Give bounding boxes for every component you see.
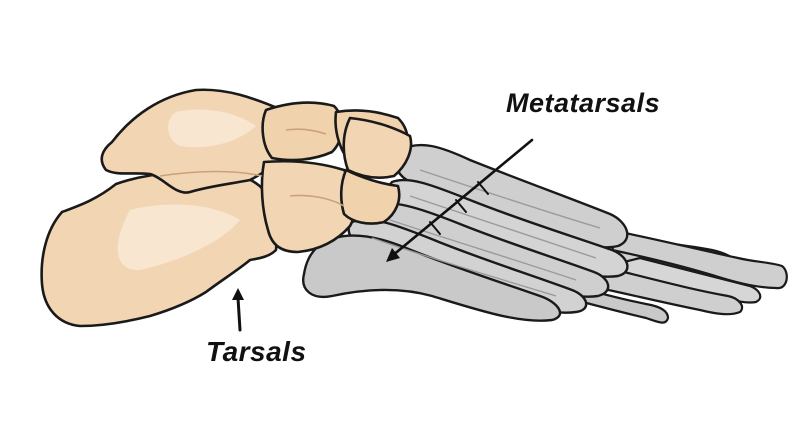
metatarsals-tick-1	[477, 181, 489, 195]
tarsals-leader-line	[236, 296, 242, 332]
tarsal-shading	[159, 128, 345, 207]
navicular	[261, 101, 344, 162]
toe-2	[610, 230, 788, 290]
cuneiform-lateral	[339, 168, 401, 225]
cuboid	[260, 159, 358, 254]
tarsals-arrowhead	[232, 288, 244, 300]
metatarsal-shading	[371, 169, 601, 297]
metatarsals-arrowhead	[386, 248, 400, 262]
tarsals-pointer	[232, 288, 244, 332]
cuneiform-intermediate	[342, 116, 413, 179]
metatarsals-label: Metatarsals	[506, 88, 661, 118]
metatarsals-tick-2	[455, 199, 467, 213]
tarsals	[40, 88, 413, 328]
talus-highlight	[168, 109, 256, 148]
tarsals-label: Tarsals	[206, 336, 307, 367]
metatarsals-tick-3	[429, 221, 441, 235]
metatarsals-pointer	[386, 138, 534, 262]
toe-4	[578, 268, 744, 316]
calcaneus-highlight	[117, 204, 240, 271]
metatarsals-leader-line	[390, 138, 534, 258]
